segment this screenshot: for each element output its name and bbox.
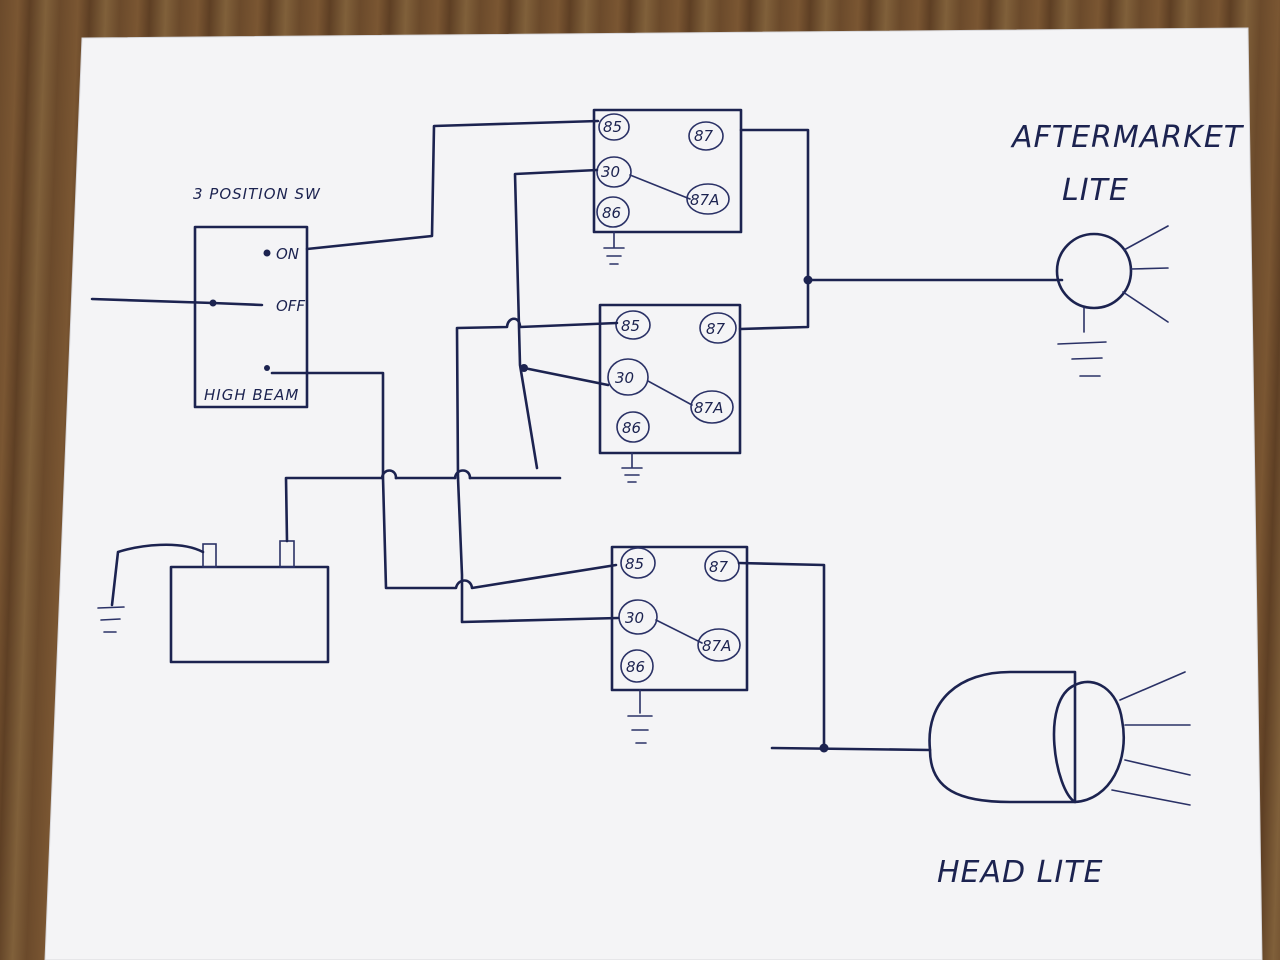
switch-high-beam-terminal [264, 365, 270, 371]
relay-2-pin-87 [699, 312, 737, 344]
wire-relay2-87 [738, 278, 810, 331]
relay-2-contact [647, 380, 693, 406]
wire-high-beam-to-relay3-85 [270, 371, 618, 590]
relay-2-pin-87-label: 87 [706, 320, 726, 338]
relay-1-pin-87a [686, 183, 730, 215]
switch-on-terminal [263, 249, 271, 257]
wire-relay3-30 [456, 476, 620, 624]
three-position-switch: 3 POSITION SW ON OFF HIGH BEAM [193, 185, 321, 409]
relay-3-pin-87 [704, 550, 740, 582]
switch-on-label: ON [276, 245, 299, 263]
aftermarket-lamp-icon [1055, 225, 1169, 377]
battery-ground-wire [110, 543, 205, 607]
relay-2-pin-85-label: 85 [621, 317, 640, 335]
wire-relay2-85 [455, 317, 619, 480]
battery-ground-icon [97, 606, 125, 633]
wire-to-relay2-30 [522, 366, 610, 387]
aftermarket-label-line1: AFTERMARKET [1010, 120, 1245, 155]
relay-2-pin-87a [690, 390, 734, 424]
wire-relay3-87 [737, 561, 826, 750]
relay-2-pin-85 [615, 310, 651, 340]
headlite-lamp-icon [928, 670, 1191, 806]
switch-feed-wire [90, 297, 264, 307]
relay-2-pin-30-label: 30 [615, 369, 634, 387]
headlite-label: HEAD LITE [937, 855, 1104, 890]
relay-2-pin-30 [607, 358, 649, 396]
aftermarket-label-line2: LITE [1062, 173, 1129, 208]
switch-body [193, 225, 309, 409]
battery-negative-post [202, 543, 217, 568]
relay-1-ground-icon [603, 231, 625, 265]
relay-3-pin-86-label: 86 [626, 658, 645, 676]
switch-high-beam-label: HIGH BEAM [204, 386, 299, 404]
relay-2: 85 87 30 87A 86 [598, 303, 742, 483]
wire-battery-positive [284, 476, 562, 543]
relay-3-pin-85 [620, 547, 656, 579]
relay-3-pin-87a [697, 628, 741, 662]
relay-2-ground-icon [621, 452, 643, 483]
relay-3-pin-86 [620, 649, 654, 683]
wire-relay1-87 [739, 128, 810, 282]
relay-3-pin-30-label: 30 [625, 609, 644, 627]
wire-relay1-30 [513, 168, 599, 470]
relay-1-pin-87 [688, 121, 724, 151]
wire-on-to-relay1-85 [305, 119, 600, 251]
relay-1-pin-30-label: 30 [601, 163, 620, 181]
relay-2-pin-86 [616, 411, 650, 443]
relay-1-pin-85-label: 85 [603, 118, 622, 136]
relay-1-pin-86-label: 86 [602, 204, 621, 222]
relay-1-contact [629, 174, 691, 200]
wires [90, 119, 1064, 753]
relay-2-body [598, 303, 742, 455]
relay-3-pin-30 [618, 599, 658, 635]
paper-sheet [44, 27, 1263, 960]
head-lite: HEAD LITE [928, 670, 1191, 890]
relay-2-pin-87a-label: 87A [694, 399, 723, 417]
relay-2-pin-86-label: 86 [622, 419, 641, 437]
battery-body [169, 565, 330, 664]
aftermarket-lite: AFTERMARKET LITE [1010, 120, 1245, 377]
relay-3-contact [655, 619, 703, 644]
relay-3-ground-icon [627, 689, 653, 744]
switch-off-label: OFF [276, 297, 305, 315]
relay-3-pin-87a-label: 87A [702, 637, 731, 655]
relay-1-pin-30 [596, 156, 632, 188]
relay-3-pin-87-label: 87 [709, 558, 729, 576]
switch-title: 3 POSITION SW [193, 185, 321, 203]
relay-1-pin-86 [596, 196, 630, 228]
relay-1-pin-85 [598, 113, 630, 141]
relay-3-pin-85-label: 85 [625, 555, 644, 573]
wire-to-headlite [770, 746, 932, 752]
relay-1-pin-87a-label: 87A [690, 191, 719, 209]
relay-1-pin-87-label: 87 [694, 127, 714, 145]
